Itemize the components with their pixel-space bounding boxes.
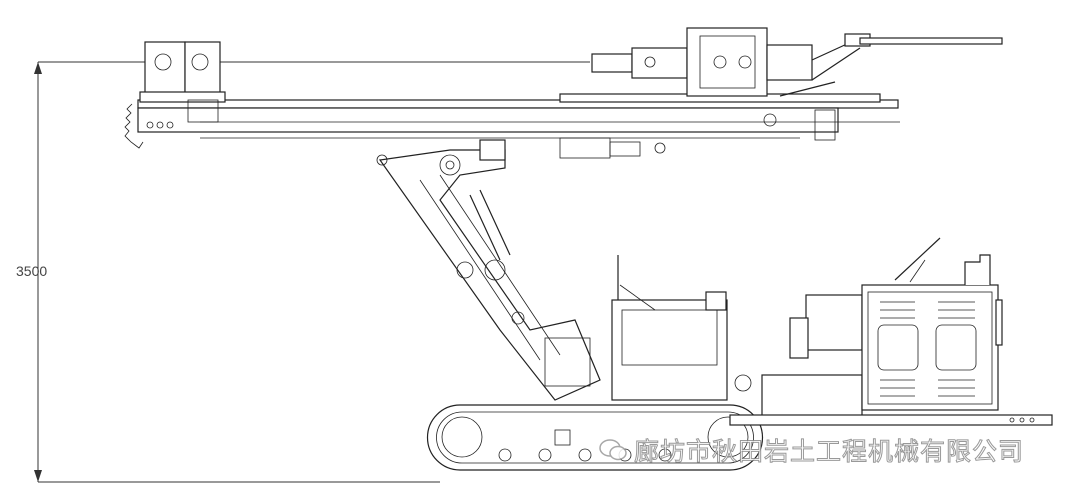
rotary-drill-head bbox=[591, 27, 1003, 97]
mast-feed-beam bbox=[124, 93, 900, 159]
chassis-body bbox=[611, 255, 1053, 426]
height-dimension-line bbox=[34, 61, 590, 483]
power-unit-cabinet bbox=[861, 237, 1003, 411]
wechat-icon bbox=[599, 439, 627, 461]
boom-arm bbox=[376, 139, 601, 401]
centralizer-units bbox=[139, 41, 226, 123]
height-dimension-label: 3500 bbox=[16, 263, 48, 279]
watermark-company-name: 廊坊市秋田岩土工程机械有限公司 bbox=[633, 437, 1025, 467]
watermark: 廊坊市秋田岩土工程机械有限公司 bbox=[598, 432, 1024, 468]
